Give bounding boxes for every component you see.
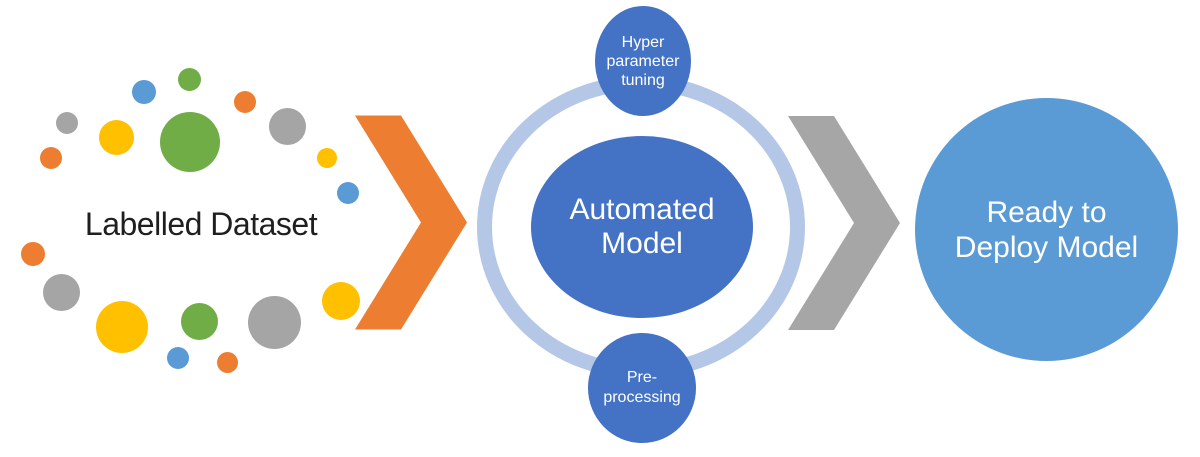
ready-to-deploy-node: Ready to Deploy Model [915,98,1178,361]
dataset-dot [40,147,62,169]
dataset-dot [247,295,301,349]
dataset-dot [317,148,337,168]
dataset-dot [337,182,359,204]
labelled-dataset-label: Labelled Dataset [84,206,318,242]
labelled-dataset-group: Labelled Dataset [0,0,380,457]
dataset-dot [268,107,306,145]
dataset-dot [21,242,45,266]
dataset-dot [96,301,148,353]
chevron-right-shape [788,116,900,330]
dataset-dot [234,91,256,113]
dataset-dot [42,273,80,311]
dataset-dot [56,112,78,134]
preprocessing-node: Pre- processing [588,333,696,443]
dataset-dot [132,80,156,104]
hyperparameter-tuning-node: Hyper parameter tuning [595,6,691,116]
dataset-dot [322,282,360,320]
dataset-dot [167,347,189,369]
chevron-right-icon [355,115,467,330]
ready-to-deploy-label: Ready to Deploy Model [954,195,1139,264]
automated-model-label: Automated Model [569,193,715,260]
chevron-right-icon [788,116,900,330]
chevron-right-shape [355,115,467,330]
preprocessing-label: Pre- processing [603,369,681,406]
dataset-dot [180,302,218,340]
dataset-dot [216,351,238,373]
dataset-dot [177,67,201,91]
automated-model-node: Automated Model [531,136,753,318]
dataset-dot [160,112,220,172]
dataset-dot [98,119,134,155]
hyperparameter-tuning-label: Hyper parameter tuning [606,33,680,89]
